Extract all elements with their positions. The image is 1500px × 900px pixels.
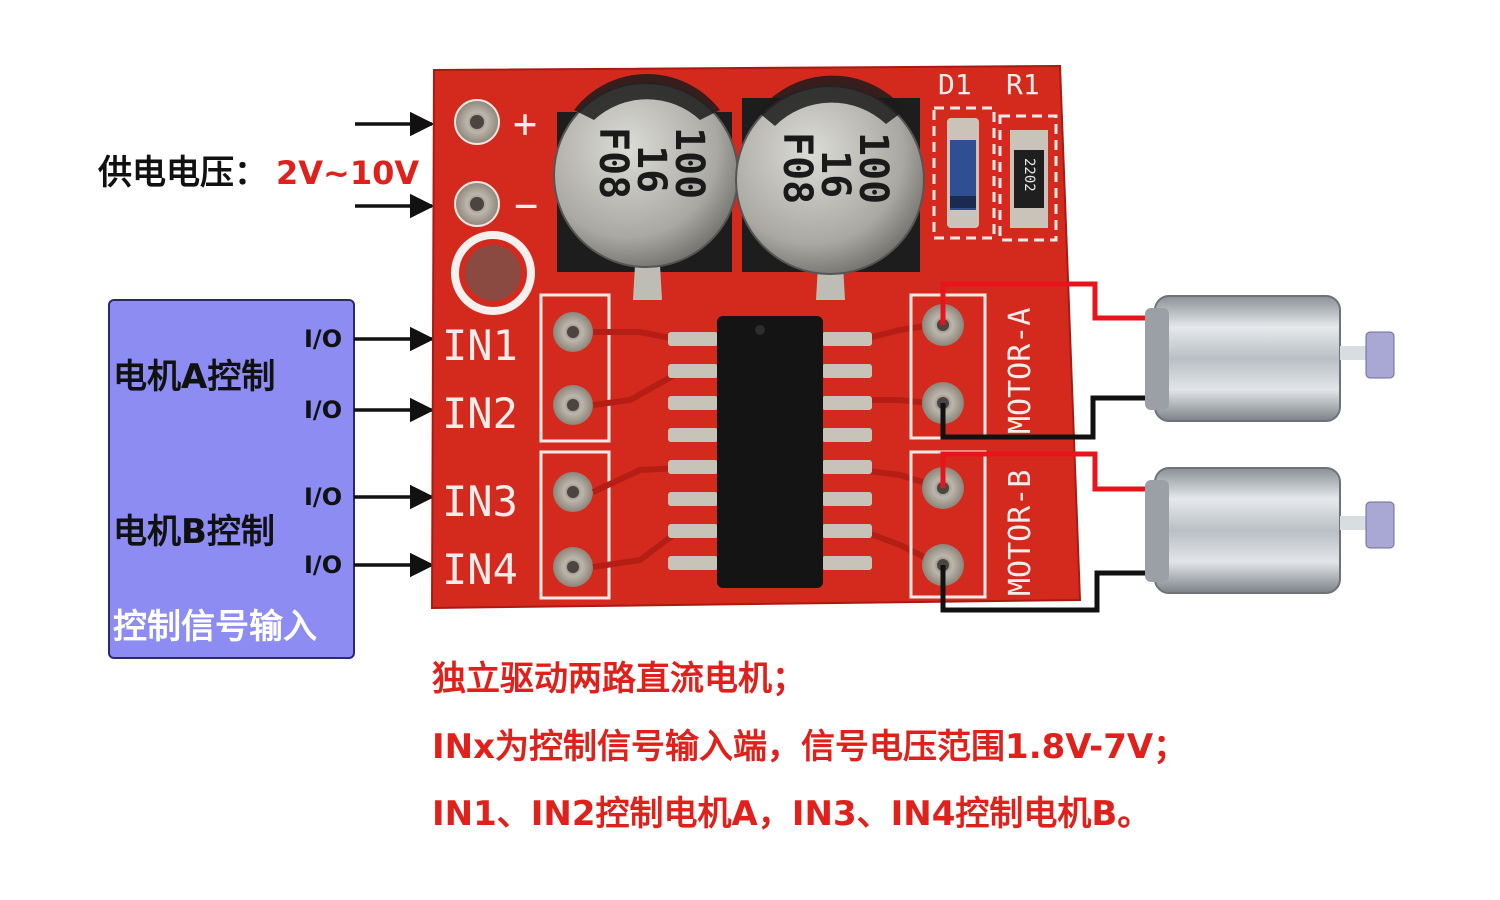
trace-1 [593, 329, 681, 343]
io-label-1: I/O [304, 325, 342, 353]
pad-in4-hole [567, 561, 579, 573]
supply-label: 供电电压： [97, 153, 268, 193]
ic-pin-left-5 [668, 460, 718, 474]
wire-motor-b-red [940, 451, 1175, 492]
motor-a-endcap [1145, 308, 1169, 410]
note-line-1: 独立驱动两路直流电机； [432, 659, 806, 699]
silk-plus: + [513, 101, 537, 147]
resistor-code: 2202 [1021, 158, 1037, 192]
ic-pin-right-4 [822, 428, 872, 442]
cap2-line2: 16 [812, 150, 858, 198]
input-pads [553, 312, 593, 587]
pad-in3-hole [567, 486, 579, 498]
capacitor-2: 100 16 F08 [735, 75, 925, 300]
motor-b-can [1154, 467, 1341, 594]
control-box-bg [108, 299, 355, 659]
silk-in2: IN2 [442, 389, 518, 438]
ic-pin-left-7 [668, 524, 718, 538]
supply-voltage-range: 2V~10V [276, 154, 419, 192]
cap1-lead [633, 265, 662, 300]
ic-body [717, 316, 823, 588]
diode-d1-band [950, 196, 976, 208]
trace-3 [591, 465, 681, 495]
ic-pins-left [668, 332, 718, 570]
motor-a [1145, 295, 1395, 422]
pcb-board: + − 100 16 F08 100 16 F08 [430, 64, 1082, 610]
trace-4 [592, 527, 682, 570]
io-label-4: I/O [304, 551, 342, 579]
note-line-3: IN1、IN2控制电机A，IN3、IN4控制电机B。 [432, 794, 1151, 834]
control-box: 电机A控制 电机B控制 控制信号输入 I/O I/O I/O I/O [108, 299, 435, 659]
ic-pin-right-5 [822, 460, 872, 474]
ic-pin-right-6 [822, 492, 872, 506]
ic-pin-right-2 [822, 364, 872, 378]
ic-pin-right-7 [822, 524, 872, 538]
silk-r1: R1 [1006, 68, 1040, 101]
cap1-stripe [574, 73, 720, 120]
driver-ic [668, 316, 872, 588]
supply-annotation: 供电电压： 2V~10V [97, 111, 435, 219]
io-label-2: I/O [304, 396, 342, 424]
ic-pin-left-6 [668, 492, 718, 506]
ic-pin-left-8 [668, 556, 718, 570]
silk-minus: − [514, 183, 538, 229]
header-in34-outline [539, 450, 611, 600]
cap2-stripe [758, 75, 905, 126]
silk-motor-b: MOTOR-B [1003, 470, 1038, 596]
motor-b-shaft [1340, 516, 1370, 530]
wire-motor-a-black [940, 395, 1175, 440]
io-label-3: I/O [304, 483, 342, 511]
pad-minus-hole [470, 197, 484, 211]
motor-wires [940, 281, 1175, 613]
silk-d1: D1 [938, 68, 972, 101]
cap1-line1: 100 [666, 127, 712, 199]
motor-a-gear [1365, 331, 1395, 379]
cap2-line1: 100 [850, 132, 896, 204]
ic-pin-left-3 [668, 396, 718, 410]
motor-b-endcap [1145, 480, 1169, 582]
motor-b-control-label: 电机B控制 [113, 512, 275, 552]
note-line-2: INx为控制信号输入端，信号电压范围1.8V-7V； [432, 727, 1187, 767]
ic-pin-right-1 [822, 332, 872, 346]
resistor-r1-body [1014, 150, 1044, 208]
wire-motor-b-black [940, 565, 1175, 613]
ic-pin-left-2 [668, 364, 718, 378]
silk-in1: IN1 [442, 321, 518, 370]
motor-b [1145, 467, 1395, 594]
silk-motor-a: MOTOR-A [1003, 308, 1038, 434]
mounting-hole-ring [451, 231, 535, 315]
silk-in3: IN3 [442, 477, 518, 526]
motor-a-can [1154, 295, 1341, 422]
ic-pin-right-3 [822, 396, 872, 410]
r1-outline [998, 114, 1058, 242]
header-in12-outline [539, 293, 611, 443]
trace-2 [592, 369, 682, 408]
ic-pin-right-8 [822, 556, 872, 570]
motor-b-gear [1365, 501, 1395, 549]
motor-a-control-label: 电机A控制 [113, 357, 275, 397]
motor-a-shaft [1340, 346, 1370, 360]
notes: 独立驱动两路直流电机； INx为控制信号输入端，信号电压范围1.8V-7V； I… [432, 659, 1187, 834]
mounting-hole [465, 245, 521, 301]
signal-input-label: 控制信号输入 [113, 607, 317, 647]
ic-pin-left-4 [668, 428, 718, 442]
ic-pins-right [822, 332, 872, 570]
pad-plus-hole [470, 115, 484, 129]
cap2-line3: F08 [774, 132, 820, 204]
ic-notch [755, 325, 765, 335]
silk-in4: IN4 [442, 545, 518, 594]
capacitor-1: 100 16 F08 [553, 73, 739, 300]
pad-in1-hole [567, 326, 579, 338]
cap1-line3: F08 [590, 127, 636, 199]
pad-in2-hole [567, 399, 579, 411]
wire-motor-a-red [940, 281, 1175, 325]
cap1-line2: 16 [628, 145, 674, 193]
ic-pin-left-1 [668, 332, 718, 346]
